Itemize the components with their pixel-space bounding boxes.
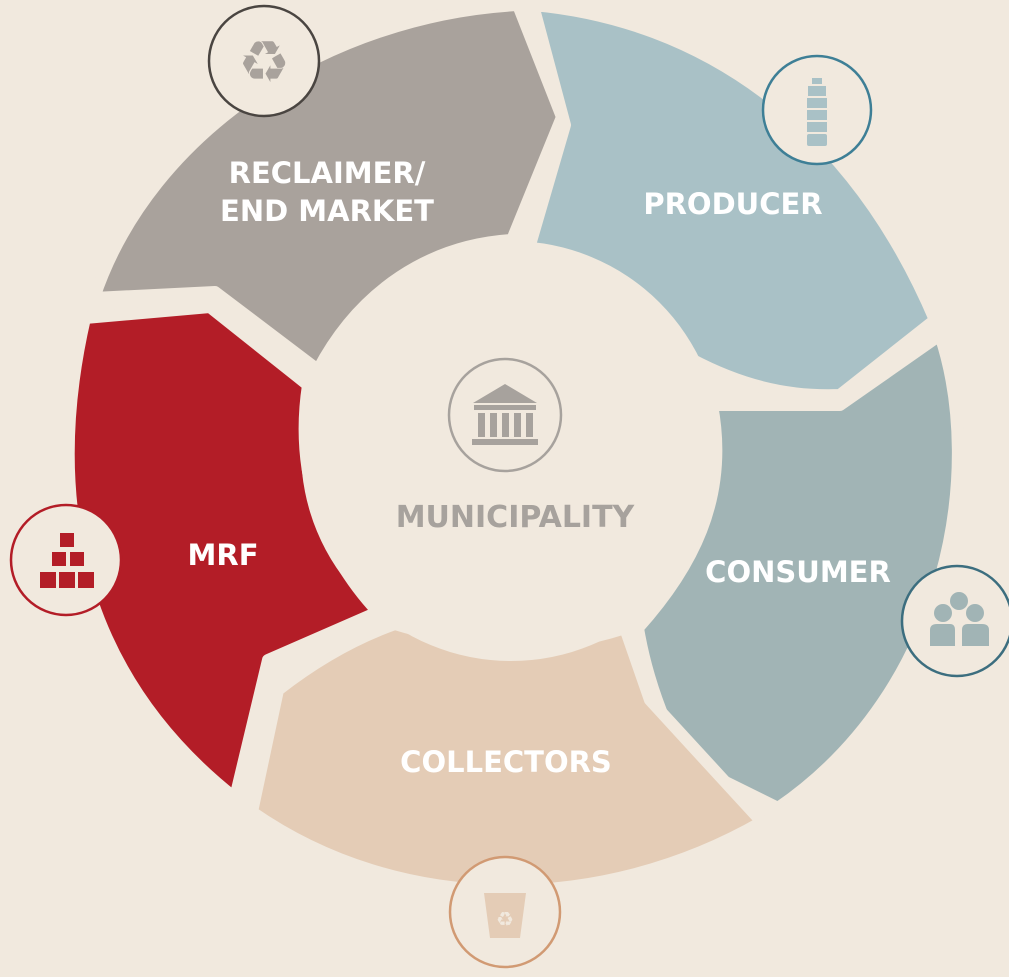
government-building-icon [447, 357, 563, 473]
reclaimer-label-line2: END MARKET [220, 194, 434, 228]
consumer-label: CONSUMER [705, 555, 891, 589]
stacked-boxes-icon [9, 503, 123, 617]
reclaimer-label-line1: RECLAIMER/ [229, 156, 426, 190]
collectors-label: COLLECTORS [400, 745, 612, 779]
producer-label: PRODUCER [643, 187, 822, 221]
svg-text:♻: ♻ [238, 28, 290, 96]
center-label: MUNICIPALITY [396, 500, 636, 535]
water-bottle-icon [761, 54, 873, 166]
recycling-bin-icon: ♻ [448, 855, 562, 969]
recycle-arrows-icon: ♻ [207, 4, 321, 118]
people-group-icon [900, 564, 1009, 678]
center-circle [301, 241, 721, 661]
svg-text:♻: ♻ [496, 907, 514, 931]
mrf-label: MRF [188, 538, 259, 572]
